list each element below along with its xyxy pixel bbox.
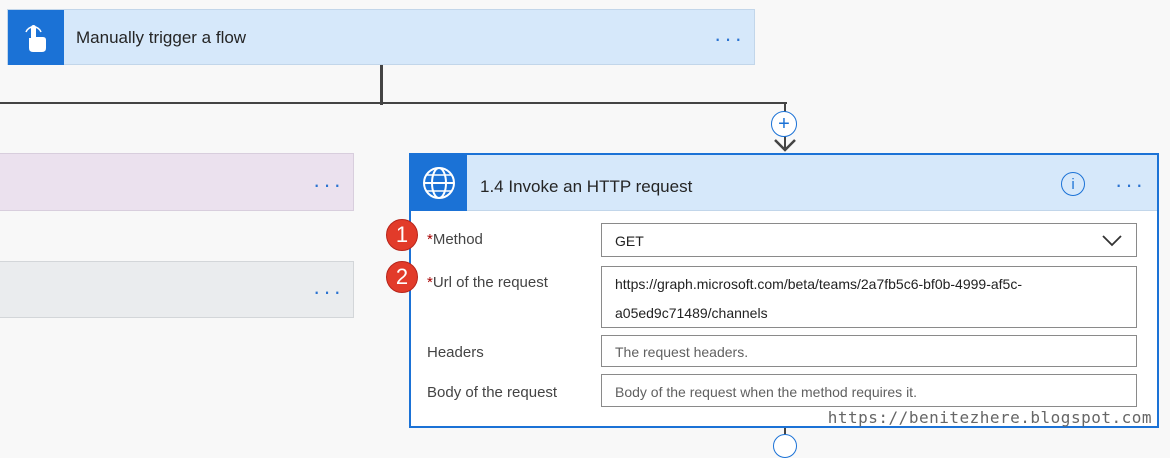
method-select[interactable]: GET [601, 223, 1137, 257]
chevron-down-icon [1102, 235, 1122, 247]
url-value-line1: https://graph.microsoft.com/beta/teams/2… [615, 276, 1022, 292]
headers-label: Headers [427, 344, 484, 361]
annotation-badge-2: 2 [386, 261, 418, 293]
card-header[interactable]: 1.4 Invoke an HTTP request i ··· [411, 155, 1157, 211]
connector-line [784, 136, 786, 148]
headers-placeholder: The request headers. [615, 344, 749, 360]
side-card-action[interactable]: ··· [0, 261, 354, 318]
method-value: GET [615, 233, 644, 249]
add-step-button[interactable]: + [771, 111, 797, 137]
trigger-title: Manually trigger a flow [76, 28, 247, 47]
more-options-icon[interactable]: ··· [714, 26, 745, 51]
trigger-card[interactable]: Manually trigger a flow ··· [7, 9, 755, 65]
connector-line [784, 102, 786, 112]
watermark-text: https://benitezhere.blogspot.com [827, 408, 1152, 427]
body-placeholder: Body of the request when the method requ… [615, 384, 917, 400]
annotation-badge-1: 1 [386, 219, 418, 251]
arrow-down-icon [774, 139, 796, 152]
connector-line [784, 428, 786, 439]
body-input[interactable]: Body of the request when the method requ… [601, 374, 1137, 407]
url-value-line2: a05ed9c71489/channels [615, 305, 768, 321]
add-step-button[interactable] [773, 434, 797, 458]
method-label: *Method [427, 231, 483, 248]
more-options-icon[interactable]: ··· [1115, 172, 1146, 197]
url-input[interactable]: https://graph.microsoft.com/beta/teams/2… [601, 266, 1137, 328]
more-options-icon[interactable]: ··· [313, 172, 344, 197]
connector-line [0, 102, 787, 104]
info-icon[interactable]: i [1061, 172, 1085, 196]
body-label: Body of the request [427, 384, 558, 401]
touch-hand-icon [8, 10, 64, 65]
card-title: 1.4 Invoke an HTTP request [480, 177, 693, 196]
headers-input[interactable]: The request headers. [601, 335, 1137, 367]
connector-line [380, 65, 383, 105]
globe-icon [411, 155, 467, 211]
more-options-icon[interactable]: ··· [313, 279, 344, 304]
http-request-card[interactable]: 1.4 Invoke an HTTP request i ··· *Method… [409, 153, 1159, 428]
url-label: *Url of the request [427, 274, 548, 291]
side-card-action[interactable]: ··· [0, 153, 354, 211]
plus-icon: + [778, 113, 790, 135]
